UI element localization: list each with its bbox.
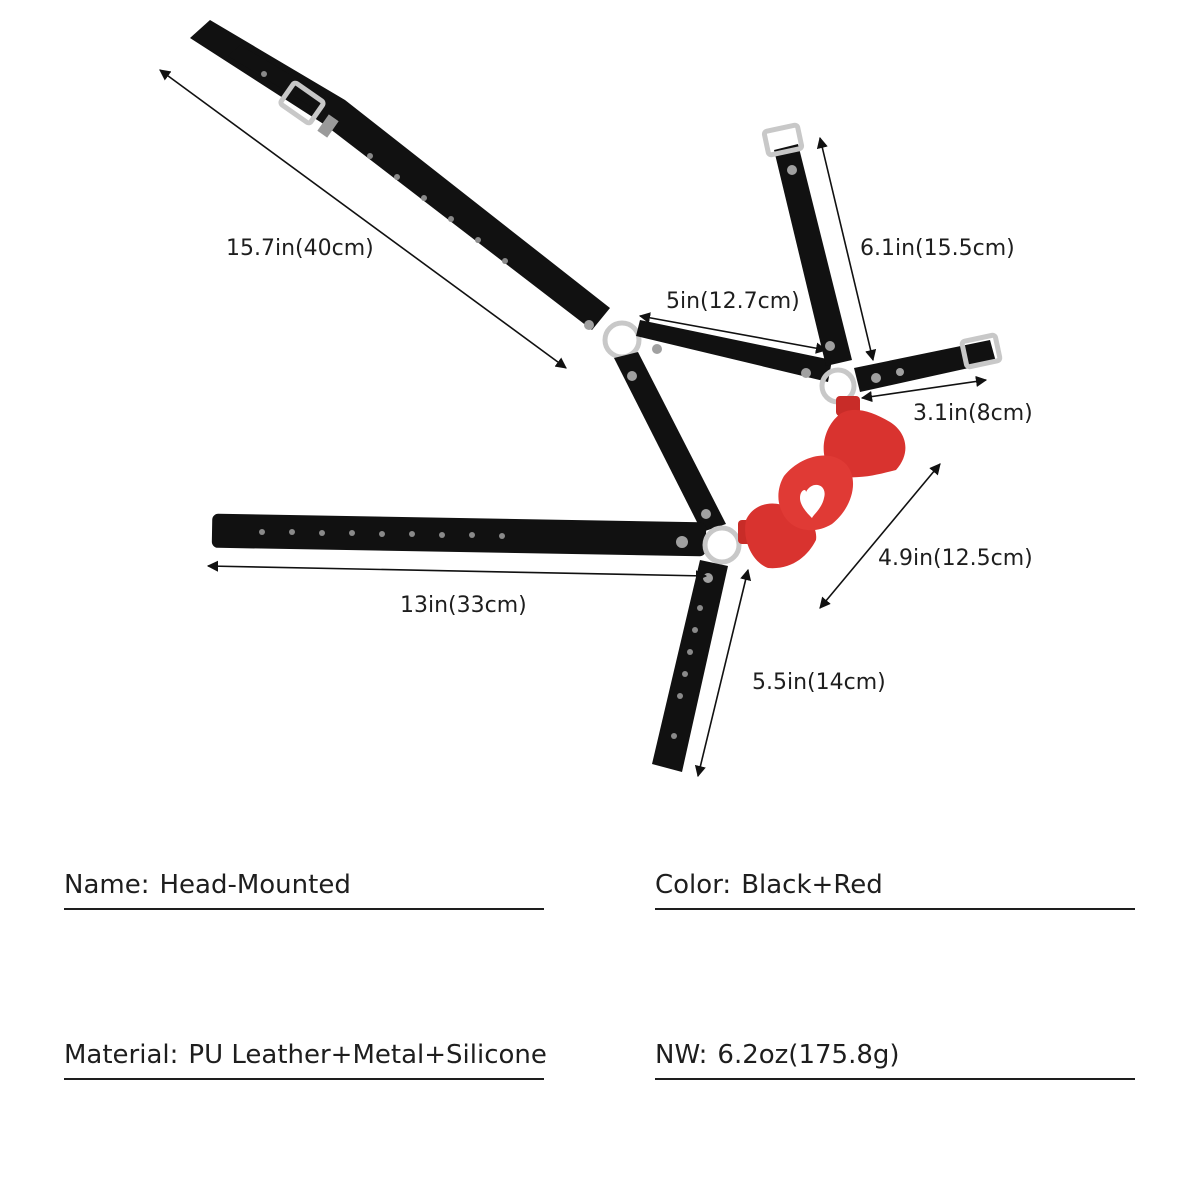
middle-strap — [636, 320, 832, 382]
spec-material-value: PU Leather+Metal+Silicone — [188, 1040, 547, 1070]
arrow-side-strap — [860, 375, 988, 403]
dim-left-strap: 13in(33cm) — [400, 593, 527, 618]
spec-name-label: Name: — [64, 870, 150, 900]
spec-material-label: Material: — [64, 1040, 179, 1070]
lower-ring — [702, 525, 742, 565]
arrow-left-strap — [206, 560, 708, 582]
dim-bow: 4.9in(12.5cm) — [878, 546, 1033, 571]
dim-side-strap: 3.1in(8cm) — [913, 401, 1033, 426]
spec-name: Name: Head-Mounted — [64, 870, 544, 910]
spec-nw-value: 6.2oz(175.8g) — [717, 1040, 900, 1070]
arrow-bottom-strap — [694, 568, 752, 778]
spec-net-weight: NW: 6.2oz(175.8g) — [655, 1040, 1135, 1080]
upper-ring — [602, 320, 642, 360]
spec-material: Material: PU Leather+Metal+Silicone — [64, 1040, 547, 1080]
bow-gag — [738, 396, 906, 569]
dim-main-strap: 15.7in(40cm) — [226, 236, 374, 261]
arrow-main-strap — [159, 69, 567, 369]
arrow-top-strap — [816, 136, 877, 362]
arrow-middle-strap — [638, 312, 828, 354]
dimension-arrows — [159, 69, 988, 778]
diagonal-strap — [614, 352, 726, 532]
dim-bottom-strap: 5.5in(14cm) — [752, 670, 886, 695]
arrow-bow — [819, 463, 941, 609]
dim-middle-strap: 5in(12.7cm) — [666, 289, 800, 314]
spec-color: Color: Black+Red — [655, 870, 1135, 910]
product-diagram: 15.7in(40cm) 6.1in(15.5cm) 5in(12.7cm) 3… — [159, 20, 1033, 778]
spec-color-value: Black+Red — [741, 870, 883, 900]
spec-name-value: Head-Mounted — [159, 870, 351, 900]
side-strap — [854, 332, 1003, 392]
main-strap — [190, 20, 610, 330]
dim-top-strap: 6.1in(15.5cm) — [860, 236, 1015, 261]
spec-nw-label: NW: — [655, 1040, 708, 1070]
bottom-strap — [652, 560, 728, 772]
top-strap — [761, 122, 852, 366]
spec-color-label: Color: — [655, 870, 732, 900]
left-strap — [211, 513, 707, 557]
